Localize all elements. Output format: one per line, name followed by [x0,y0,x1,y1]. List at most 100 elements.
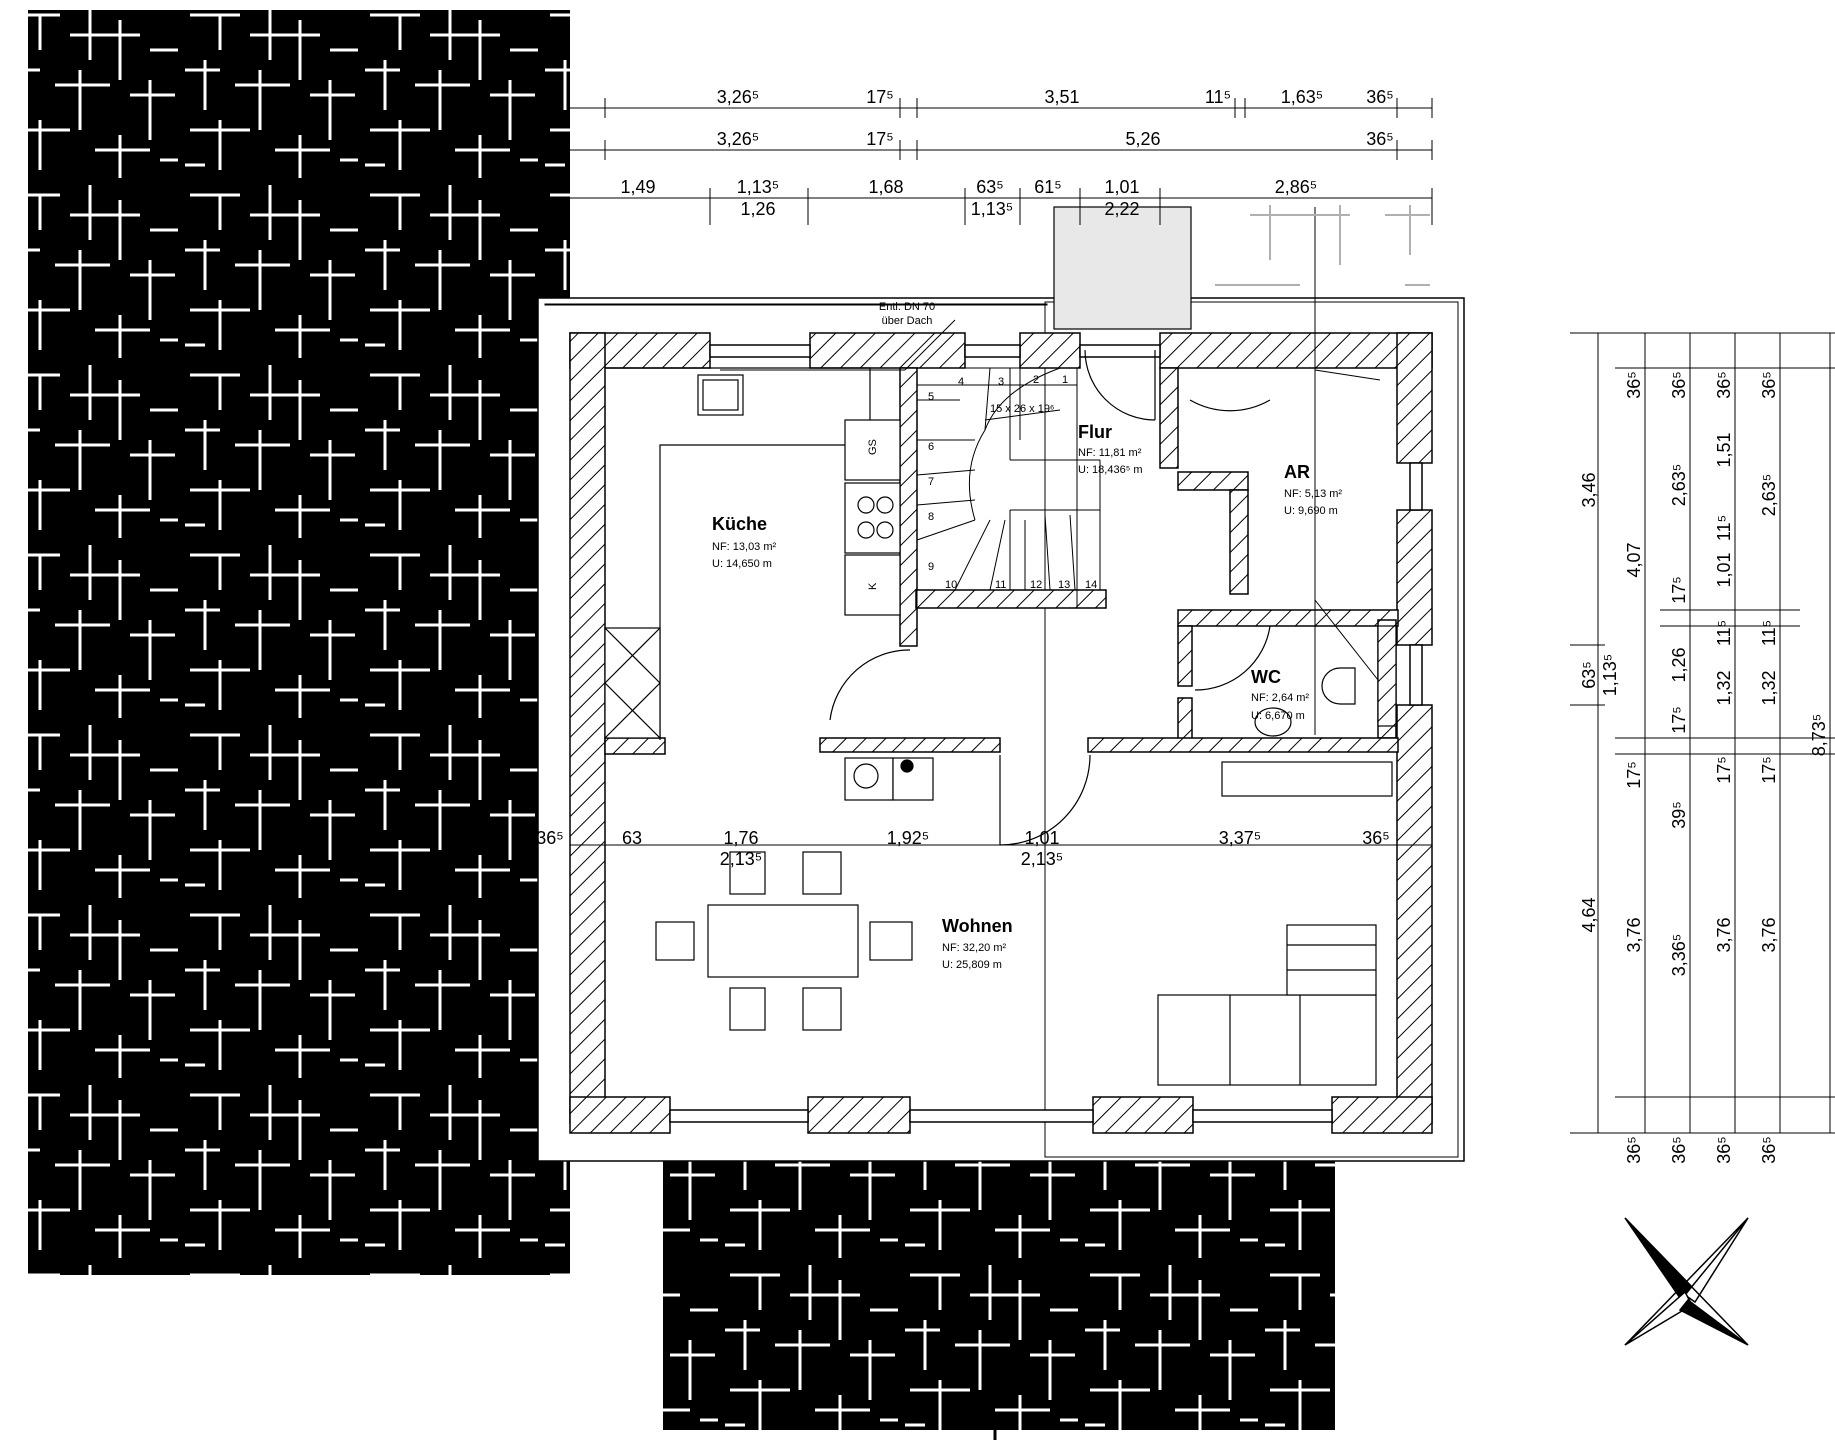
room-labels: Küche NF: 13,03 m² U: 14,650 m Flur NF: … [712,422,1342,971]
room-flur-name: Flur [1078,422,1112,442]
top-r3-6: 2,86⁵ [1275,177,1318,197]
mid-2: 1,76 [723,828,758,848]
right-c5-3: 1,01 [1714,552,1734,587]
room-flur-nf: NF: 11,81 m² [1078,447,1142,459]
room-ar-u: U: 9,690 m [1284,505,1338,517]
step-5: 5 [928,391,934,403]
stair-spec: 15 x 26 x 19⁶ [990,403,1054,415]
right-c5-5: 1,32 [1714,670,1734,705]
room-ar-name: AR [1284,462,1310,482]
room-wohnen-u: U: 25,809 m [942,959,1002,971]
room-wohnen-name: Wohnen [942,916,1013,936]
vent-label-1: Entl. DN 70 [879,301,935,313]
mid-6: 36⁵ [1362,828,1389,848]
mid-sub-0: 2,13⁵ [720,849,763,869]
room-kueche-name: Küche [712,514,767,534]
step-4: 4 [958,376,964,388]
step-14: 14 [1085,579,1097,591]
mid-3: 1,92⁵ [887,828,930,848]
top-r3-3: 63⁵ [976,177,1003,197]
right-c1-1: 63⁵ [1579,661,1599,688]
step-13: 13 [1058,579,1070,591]
chimney [1053,206,1192,330]
right-c5-1: 1,51 [1714,432,1734,467]
right-dim-texts: 3,46 63⁵ 4,64 1,13⁵ 36⁵ 4,07 17⁵ 3,76 36… [1579,371,1829,1163]
vent-line-roof [904,319,956,371]
top-r1-4: 1,63⁵ [1281,87,1324,107]
right-c5-6: 17⁵ [1714,756,1734,783]
top-r1-2: 3,51 [1044,87,1079,107]
top-r2-0: 3,26⁵ [717,129,760,149]
right-c5-2: 11⁵ [1714,515,1734,541]
compass-icon [1624,1217,1749,1346]
right-c5-4: 11⁵ [1714,620,1734,646]
right-c6-1: 2,63⁵ [1759,474,1779,517]
step-6: 6 [928,441,934,453]
vent-label-2: über Dach [882,315,933,327]
step-3: 3 [998,376,1004,388]
step-1: 1 [1062,374,1068,386]
right-c3-3: 3,76 [1624,917,1644,952]
right-c6-4: 17⁵ [1759,756,1779,783]
right-c3-4: 36⁵ [1624,1136,1644,1163]
top-dim-lines [570,98,1433,225]
top-r3-5: 1,01 [1104,177,1139,197]
step-12: 12 [1030,579,1042,591]
right-c2-0: 1,13⁵ [1600,654,1620,697]
top-r3-4: 61⁵ [1034,177,1061,197]
maze-area-bottom [663,1130,1335,1430]
top-r1-5: 36⁵ [1366,87,1393,107]
right-c1-0: 3,46 [1579,472,1599,507]
room-wc-name: WC [1251,667,1281,687]
doors [829,349,1271,846]
right-c5-7: 3,76 [1714,917,1734,952]
top-r3-1: 1,13⁵ [737,177,780,197]
vent-diagonal [1314,369,1381,381]
right-c6-2: 11⁵ [1759,620,1779,646]
right-c3-2: 17⁵ [1624,761,1644,788]
stair [916,367,1101,609]
room-kueche-u: U: 14,650 m [712,558,772,570]
mid-dim-texts: 36⁵ 63 1,76 1,92⁵ 1,01 3,37⁵ 36⁵ 2,13⁵ 2… [536,828,1389,869]
right-c1-2: 4,64 [1579,897,1599,932]
right-c6-0: 36⁵ [1759,371,1779,398]
room-ar-nf: NF: 5,13 m² [1284,488,1342,500]
mid-sub-1: 2,13⁵ [1021,849,1064,869]
step-11: 11 [995,579,1006,591]
appliance-gs-label: GS [867,439,879,455]
right-c4-0: 36⁵ [1669,371,1689,398]
slab-edge [1044,301,1459,1158]
right-c4-5: 39⁵ [1669,801,1689,828]
top-r3-0: 1,49 [620,177,655,197]
step-9: 9 [928,561,934,573]
vent-diagonal-2 [1314,599,1379,681]
right-c4-2: 17⁵ [1669,576,1689,603]
right-total: 8,73⁵ [1809,714,1829,757]
right-c3-0: 36⁵ [1624,371,1644,398]
right-c6-3: 1,32 [1759,670,1779,705]
step-8: 8 [928,511,934,523]
right-c4-3: 1,26 [1669,647,1689,682]
room-wc-u: U: 6,670 m [1251,710,1305,722]
windows [669,344,1423,1123]
top-r1-1: 17⁵ [866,87,893,107]
mid-1: 63 [622,828,642,848]
living-furniture [655,851,1377,1086]
appliance-k-label: K [867,582,879,590]
room-kueche-nf: NF: 13,03 m² [712,541,777,553]
outer-outline-inner [544,303,1048,306]
right-c4-6: 3,36⁵ [1669,934,1689,977]
top-r3-2: 1,68 [868,177,903,197]
mid-5: 3,37⁵ [1219,828,1262,848]
right-c5-0: 36⁵ [1714,371,1734,398]
stair-step-numbers: 1 2 3 4 5 6 7 8 9 10 11 12 13 14 [928,374,1097,591]
mid-4: 1,01 [1024,828,1059,848]
right-c3-1: 4,07 [1624,542,1644,577]
top-r3s-1: 1,13⁵ [971,199,1014,219]
top-r2-2: 5,26 [1125,129,1160,149]
right-c4-7: 36⁵ [1669,1136,1689,1163]
top-r1-3: 11⁵ [1205,87,1231,107]
right-c6-6: 36⁵ [1759,1136,1779,1163]
stair-arrow [984,409,1061,421]
